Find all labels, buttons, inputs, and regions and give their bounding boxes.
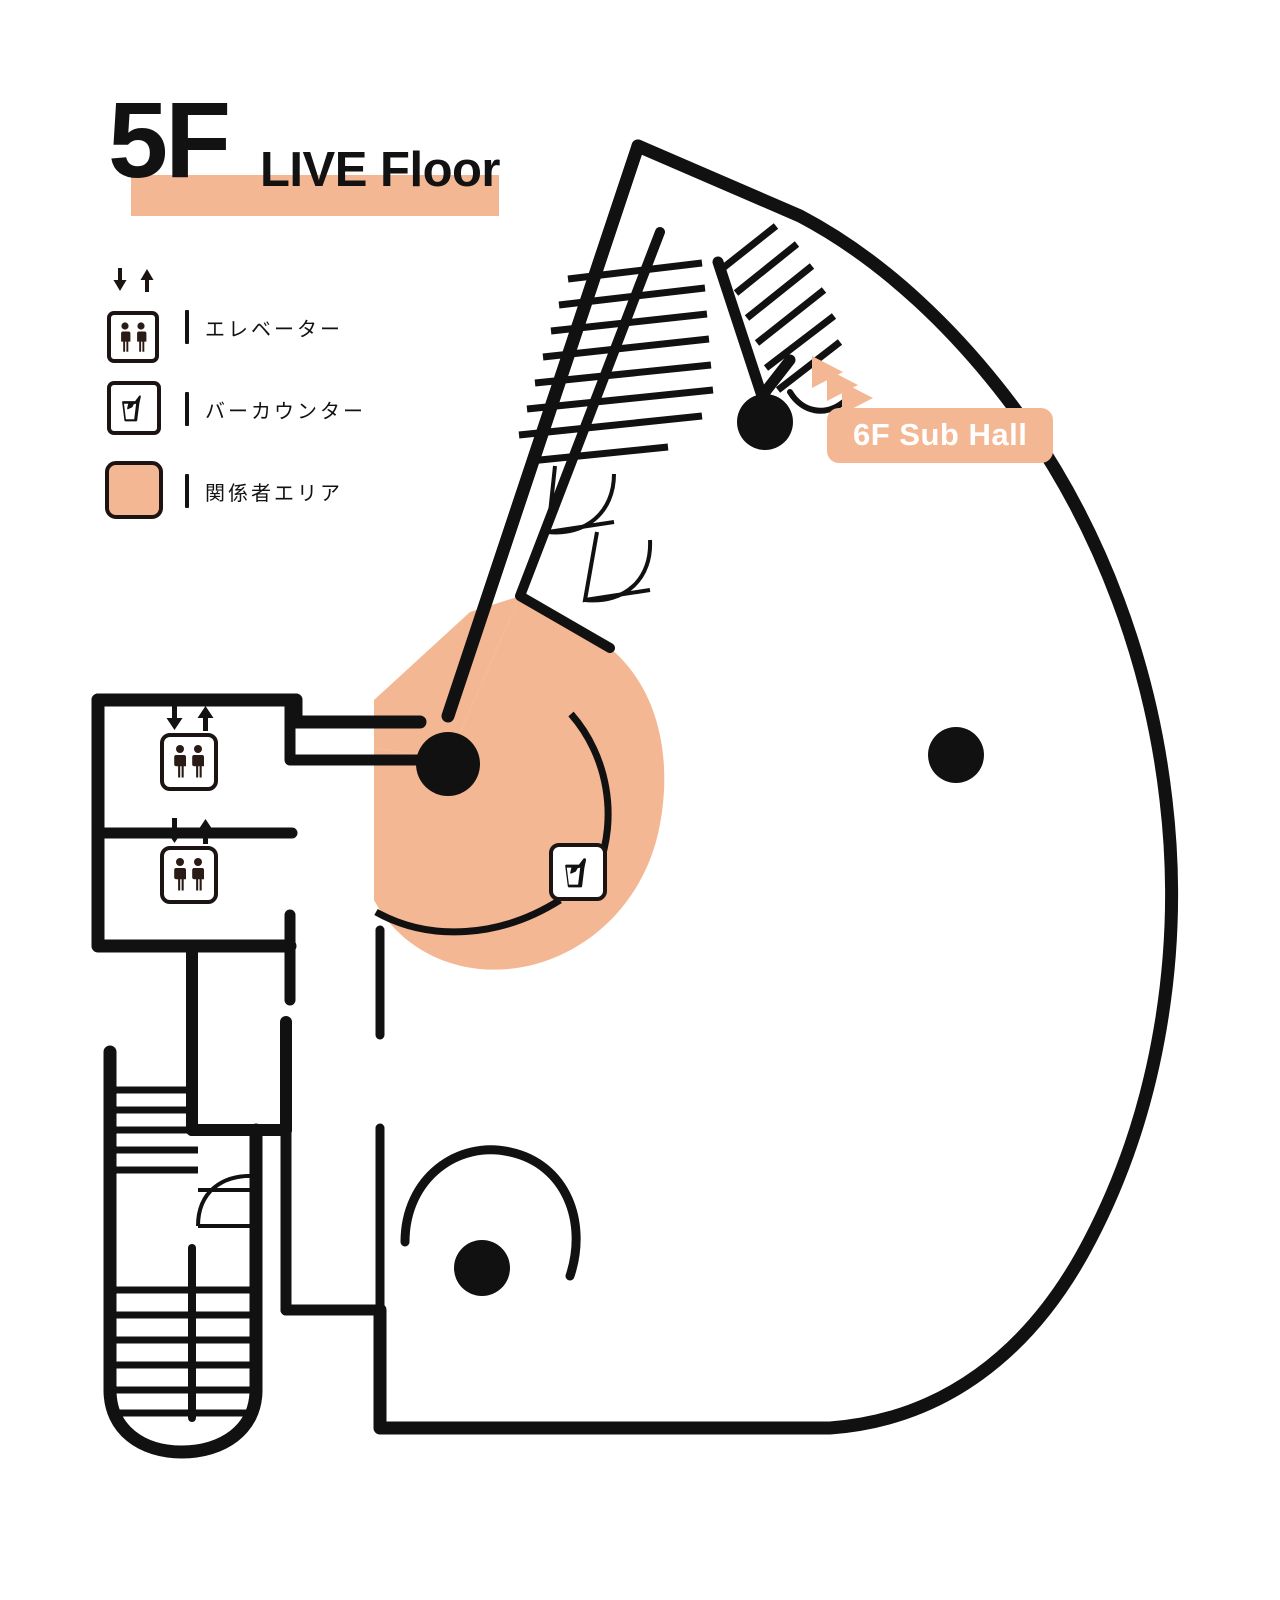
elevator-updown-arrows-icon bbox=[166, 818, 214, 844]
legend-item-elevator: エレベーター bbox=[104, 268, 434, 368]
floor-name: LIVE Floor bbox=[260, 143, 501, 197]
elevator-icon bbox=[104, 268, 170, 363]
floor-number: 5F bbox=[108, 79, 231, 200]
elevator-south[interactable] bbox=[160, 846, 218, 904]
hall-outline-right bbox=[373, 139, 1178, 1435]
stair-access-marker-north[interactable] bbox=[737, 394, 793, 450]
south-entry-arc bbox=[400, 1145, 581, 1281]
elevator-people-glyph bbox=[121, 322, 147, 352]
legend-item-staff-area: 関係者エリア bbox=[104, 450, 434, 532]
legend-label-bar-counter: バーカウンター bbox=[205, 398, 366, 423]
stair-turn-arc bbox=[787, 389, 849, 414]
bar-counter[interactable] bbox=[549, 843, 607, 901]
elevator-lobby-walls bbox=[91, 693, 427, 1006]
stair-up-arrows-icon bbox=[812, 356, 873, 414]
legend-divider bbox=[185, 474, 189, 508]
staff-area-region bbox=[374, 596, 665, 970]
legend-item-bar-counter: バーカウンター bbox=[104, 368, 434, 450]
legend-divider bbox=[185, 392, 189, 426]
corridor-wall-east bbox=[515, 227, 665, 653]
elevator-people-glyph bbox=[174, 858, 204, 891]
elevator-icon-frame bbox=[107, 311, 159, 363]
title-highlight-bar bbox=[131, 175, 499, 216]
staff-area-color-swatch bbox=[105, 461, 163, 519]
corridor-doors bbox=[545, 465, 653, 603]
drink-glass-glyph bbox=[565, 858, 587, 888]
bar-counter-icon-frame bbox=[107, 381, 161, 435]
hall-marker-south[interactable] bbox=[454, 1240, 510, 1296]
elevator-updown-arrows-icon bbox=[166, 705, 214, 731]
sub-hall-badge[interactable]: 6F Sub Hall bbox=[827, 408, 1054, 463]
elevator-north[interactable] bbox=[160, 733, 218, 791]
stair-steps-lower bbox=[112, 1286, 256, 1417]
staff-area-swatch bbox=[104, 455, 170, 527]
stair-steps-upper bbox=[112, 1086, 198, 1174]
hall-marker-east[interactable] bbox=[928, 727, 984, 783]
stairs-north-secondary bbox=[720, 223, 843, 393]
legend: エレベーター バーカウンター 関係者エリア bbox=[104, 268, 434, 532]
page-title: 5F LIVE Floor bbox=[108, 86, 538, 216]
stairwell-door-arc bbox=[196, 1173, 257, 1227]
stairs-north-main bbox=[518, 259, 714, 465]
staff-area-entry-marker[interactable] bbox=[416, 732, 480, 796]
elevator-people-glyph bbox=[174, 745, 204, 778]
legend-label-staff-area: 関係者エリア bbox=[205, 480, 343, 505]
service-corridor-walls bbox=[186, 940, 386, 1316]
legend-label-elevator: エレベーター bbox=[205, 316, 343, 341]
bar-counter-icon bbox=[104, 373, 170, 445]
stairwell-southwest bbox=[103, 1045, 263, 1459]
drink-glass-glyph bbox=[122, 395, 141, 422]
legend-divider bbox=[185, 310, 189, 344]
elevator-updown-arrows-icon bbox=[113, 268, 154, 292]
